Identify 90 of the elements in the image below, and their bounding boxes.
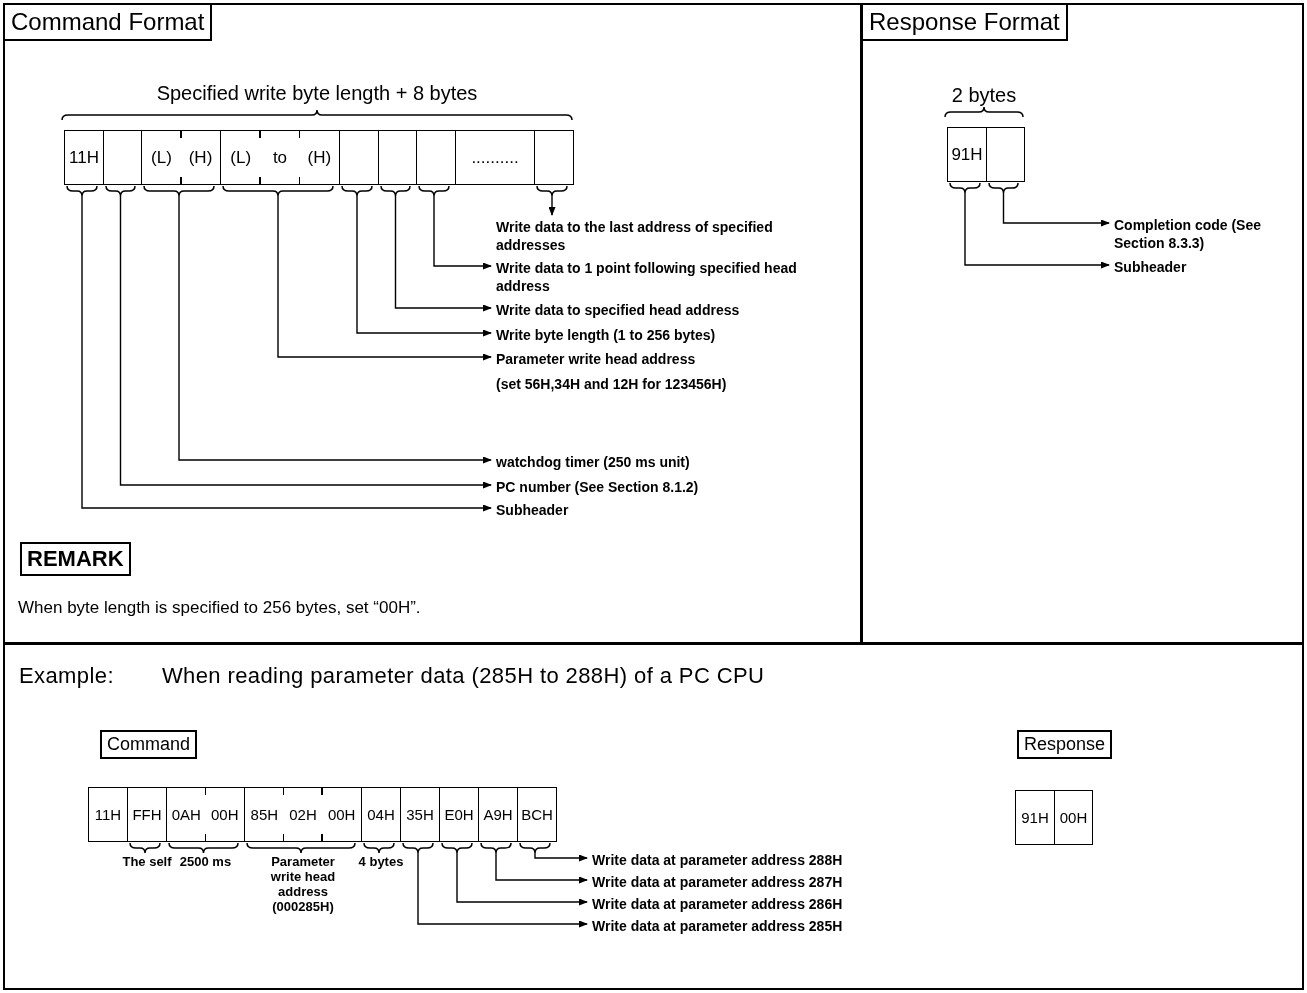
byte-cell [141,130,221,185]
byte-value: FFH [132,806,162,823]
byte-value: 0AH [171,806,201,823]
empty-byte-cell [339,130,379,185]
byte-value: (L) [151,147,172,168]
description-text: Write data at parameter address 286H [592,895,844,913]
empty-byte-cell [986,127,1025,182]
leader-arrow [548,195,556,216]
byte-value: 02H [289,806,317,823]
annotation-text: Specified write byte length + 8 bytes [155,82,479,105]
empty-byte-cell [416,130,456,185]
cell-caption: 4 bytes [357,854,405,869]
panel [861,3,1304,644]
leader-arrow [456,852,588,906]
byte-cell [220,130,340,185]
description-text: Write data to the last address of specified addresses [496,218,774,254]
leader-arrow [356,195,492,337]
byte-value: 85H [250,806,279,823]
description-text: Write byte length (1 to 256 bytes) [496,326,717,344]
description-text: Parameter write head address [496,350,697,368]
description-text: Subheader [496,501,570,519]
leader-arrow [81,195,492,512]
description-text: (set 56H,34H and 12H for 123456H) [496,375,728,393]
boxed-heading: Command [100,730,198,759]
empty-byte-cell [103,130,142,185]
boxed-heading: REMARK [20,542,131,576]
byte-value: 11H [69,147,99,168]
byte-value: E0H [444,806,474,823]
byte-value: 91H [1021,809,1049,826]
byte-cell [1015,790,1055,845]
byte-cell [244,787,362,842]
byte-value: 00H [211,806,239,823]
byte-value: 35H [406,806,434,823]
leader-arrow [417,852,588,928]
annotation-text: 2 bytes [950,84,1018,107]
byte-cell [88,787,128,842]
leader-arrow [964,192,1110,269]
byte-cell [439,787,479,842]
cell-caption: Parameter write head address (000285H) [269,854,337,914]
byte-cell [455,130,535,185]
leader-arrow [394,195,492,312]
leader-arrow [178,195,492,464]
byte-value: 11H [94,806,122,823]
panel [3,3,862,644]
byte-value: A9H [483,806,513,823]
byte-cell [361,787,401,842]
byte-value: .......... [471,147,519,168]
leader-arrow [277,195,492,361]
byte-value: 91H [951,144,983,165]
panel [3,643,1304,990]
byte-value: (H) [307,147,332,168]
byte-cell [166,787,245,842]
byte-value: 00H [1059,809,1088,826]
description-text: Write data at parameter address 287H [592,873,844,891]
description-text: Write data at parameter address 288H [592,851,844,869]
description-text: Subheader [1114,258,1188,276]
byte-cell [478,787,518,842]
boxed-heading: Response [1017,730,1113,759]
empty-byte-cell [534,130,574,185]
description-text: Write data to specified head address [496,301,741,319]
leader-arrow [534,852,588,862]
byte-cell [400,787,440,842]
panel-heading: Command Format [3,3,213,41]
heading-text: Example: [19,663,114,689]
description-text: Completion code (See Section 8.3.3) [1114,216,1263,252]
cell-caption: The self [122,854,172,869]
description-text: Write data to 1 point following specified head address [496,259,798,295]
panel-heading: Response Format [861,3,1068,41]
description-text: watchdog timer (250 ms unit) [496,453,691,471]
byte-cell [947,127,987,182]
description-text: PC number (See Section 8.1.2) [496,478,700,496]
cell-caption: 2500 ms [178,854,233,869]
byte-value: 00H [327,806,356,823]
byte-value: 04H [367,806,395,823]
description-text: Write data at parameter address 285H [592,917,844,935]
byte-value: (L) [230,147,252,168]
byte-value: BCH [521,806,553,823]
byte-cell [64,130,104,185]
byte-cell [1054,790,1093,845]
leader-arrow [119,195,492,489]
byte-cell [127,787,167,842]
leader-arrow [433,195,492,270]
byte-value: to [272,147,288,168]
empty-byte-cell [378,130,417,185]
byte-cell [517,787,557,842]
leader-arrow [495,852,588,884]
heading-text: When reading parameter data (285H to 288H) of a PC CPU [161,663,765,689]
byte-value: (H) [188,147,213,168]
annotation-text: When byte length is specified to 256 bytes, set “00H”. [18,598,422,618]
leader-arrow [1002,192,1110,227]
